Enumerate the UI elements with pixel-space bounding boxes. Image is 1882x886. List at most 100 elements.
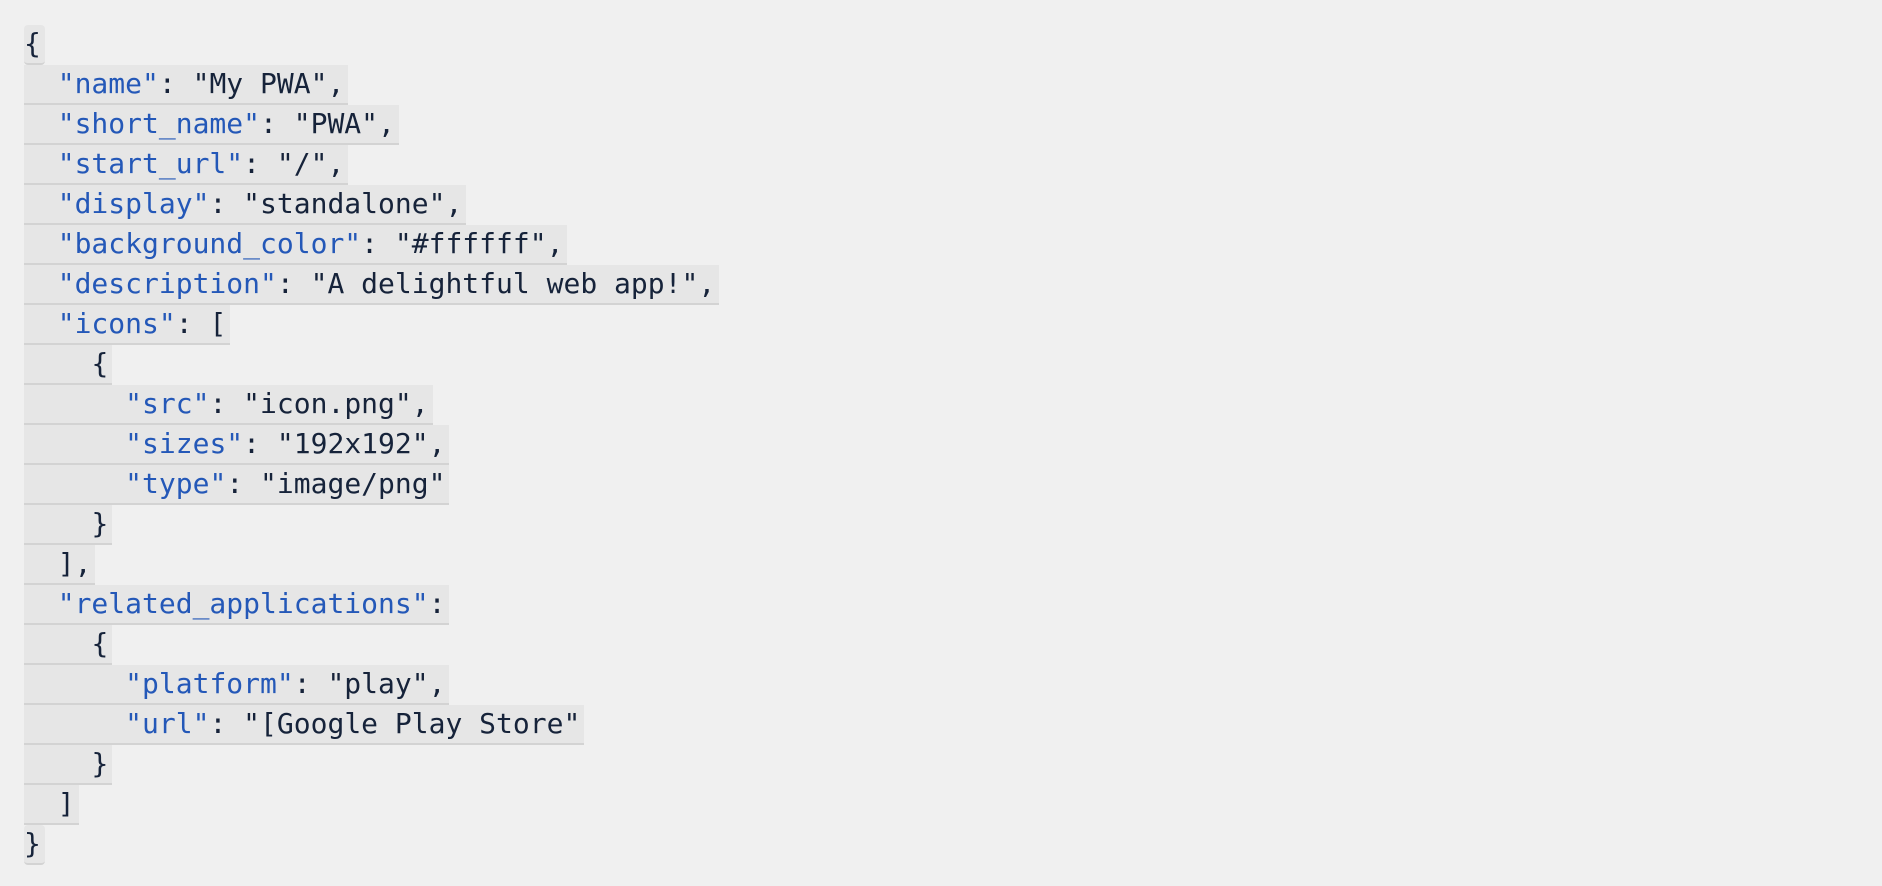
code-line: "description": "A delightful web app!", — [24, 264, 720, 305]
code-line: } — [24, 744, 719, 785]
json-punctuation: , — [546, 227, 564, 260]
json-string: "image/png" — [260, 467, 446, 500]
json-string: "My PWA" — [192, 67, 328, 100]
code-line: "platform": "play", — [24, 664, 719, 705]
json-string: "play" — [327, 667, 429, 700]
json-punctuation: { — [91, 627, 109, 660]
code-line-highlight: "icons": [ — [24, 305, 231, 345]
code-indent — [24, 67, 58, 100]
code-line-highlight: ] — [24, 785, 79, 825]
json-punctuation: : — [209, 707, 244, 740]
code-line: "related_applications": — [24, 584, 719, 625]
json-key: "start_url" — [57, 147, 244, 180]
code-line: } — [24, 824, 719, 865]
json-punctuation: : — [209, 387, 244, 420]
json-punctuation: , — [327, 147, 345, 180]
json-code-view: { "name": "My PWA", "short_name": "PWA",… — [24, 24, 720, 865]
code-line-highlight: { — [24, 25, 45, 65]
code-indent — [24, 147, 58, 180]
json-punctuation: , — [411, 387, 429, 420]
code-indent — [24, 547, 58, 580]
code-line: "background_color": "#ffffff", — [24, 224, 719, 265]
json-punctuation: } — [91, 747, 109, 780]
json-punctuation: ] — [57, 787, 75, 820]
code-indent — [24, 507, 91, 540]
json-string: "icon.png" — [243, 387, 412, 420]
code-indent — [24, 467, 125, 500]
code-line: { — [24, 344, 719, 385]
json-punctuation: : — [226, 467, 261, 500]
code-line-highlight: "sizes": "192x192", — [24, 425, 450, 465]
json-punctuation: , — [378, 107, 395, 140]
code-line-highlight: "type": "image/png" — [24, 465, 450, 505]
json-key: "sizes" — [125, 427, 244, 460]
json-string: "PWA" — [293, 107, 379, 140]
json-punctuation: : — [293, 667, 328, 700]
json-string: "[Google Play Store" — [243, 707, 581, 740]
code-line: "display": "standalone", — [24, 184, 719, 225]
json-string: "/" — [276, 147, 328, 180]
json-punctuation: : — [158, 67, 193, 100]
code-line: "name": "My PWA", — [24, 64, 719, 105]
code-line-highlight: "background_color": "#ffffff", — [24, 225, 568, 265]
json-string: "192x192" — [276, 427, 429, 460]
json-key: "name" — [57, 67, 159, 100]
json-key: "description" — [57, 267, 277, 300]
code-indent — [24, 307, 58, 340]
json-punctuation: : — [276, 267, 311, 300]
json-key: "type" — [125, 467, 227, 500]
json-punctuation: } — [24, 827, 41, 860]
code-indent — [24, 387, 125, 420]
code-line-highlight: "src": "icon.png", — [24, 385, 433, 425]
json-punctuation: , — [445, 187, 463, 220]
code-indent — [24, 347, 91, 380]
code-line: "src": "icon.png", — [24, 384, 719, 425]
json-key: "related_applications" — [57, 587, 429, 620]
json-string: "#ffffff" — [394, 227, 547, 260]
json-key: "display" — [57, 187, 210, 220]
code-indent — [24, 787, 58, 820]
code-line: { — [24, 24, 719, 65]
code-indent — [24, 627, 91, 660]
code-indent — [24, 707, 125, 740]
code-line: ] — [24, 784, 719, 825]
code-line: { — [24, 624, 719, 665]
json-punctuation: : [ — [175, 307, 227, 340]
code-indent — [24, 667, 125, 700]
code-line: "url": "[Google Play Store" — [24, 704, 719, 745]
code-line: } — [24, 504, 719, 545]
code-line-highlight: "related_applications": — [24, 585, 450, 625]
json-punctuation: ], — [57, 547, 92, 580]
code-line: "type": "image/png" — [24, 464, 719, 505]
code-line-highlight: { — [24, 625, 113, 665]
code-line: "sizes": "192x192", — [24, 424, 719, 465]
json-string: "A delightful web app!" — [310, 267, 699, 300]
code-indent — [24, 107, 58, 140]
json-punctuation: : — [428, 587, 446, 620]
code-line-highlight: "platform": "play", — [24, 665, 450, 705]
code-line-highlight: ], — [24, 545, 96, 585]
code-line-highlight: "description": "A delightful web app!", — [24, 265, 720, 305]
json-key: "short_name" — [57, 107, 261, 140]
json-key: "url" — [125, 707, 210, 740]
json-string: "standalone" — [243, 187, 446, 220]
json-punctuation: : — [209, 187, 244, 220]
json-punctuation: : — [243, 427, 277, 460]
json-punctuation: } — [91, 507, 109, 540]
json-punctuation: : — [243, 147, 277, 180]
code-line-highlight: } — [24, 745, 113, 785]
json-key: "background_color" — [57, 227, 362, 260]
code-indent — [24, 227, 58, 260]
code-indent — [24, 427, 125, 460]
code-indent — [24, 187, 58, 220]
code-line-highlight: "url": "[Google Play Store" — [24, 705, 585, 745]
code-line-highlight: "start_url": "/", — [24, 145, 349, 185]
code-line-highlight: "name": "My PWA", — [24, 65, 349, 105]
code-indent — [24, 587, 58, 620]
code-line-highlight: { — [24, 345, 113, 385]
code-line-highlight: "short_name": "PWA", — [24, 105, 399, 145]
json-punctuation: { — [24, 27, 41, 60]
json-punctuation: { — [91, 347, 109, 380]
json-punctuation: , — [428, 667, 446, 700]
code-indent — [24, 747, 91, 780]
